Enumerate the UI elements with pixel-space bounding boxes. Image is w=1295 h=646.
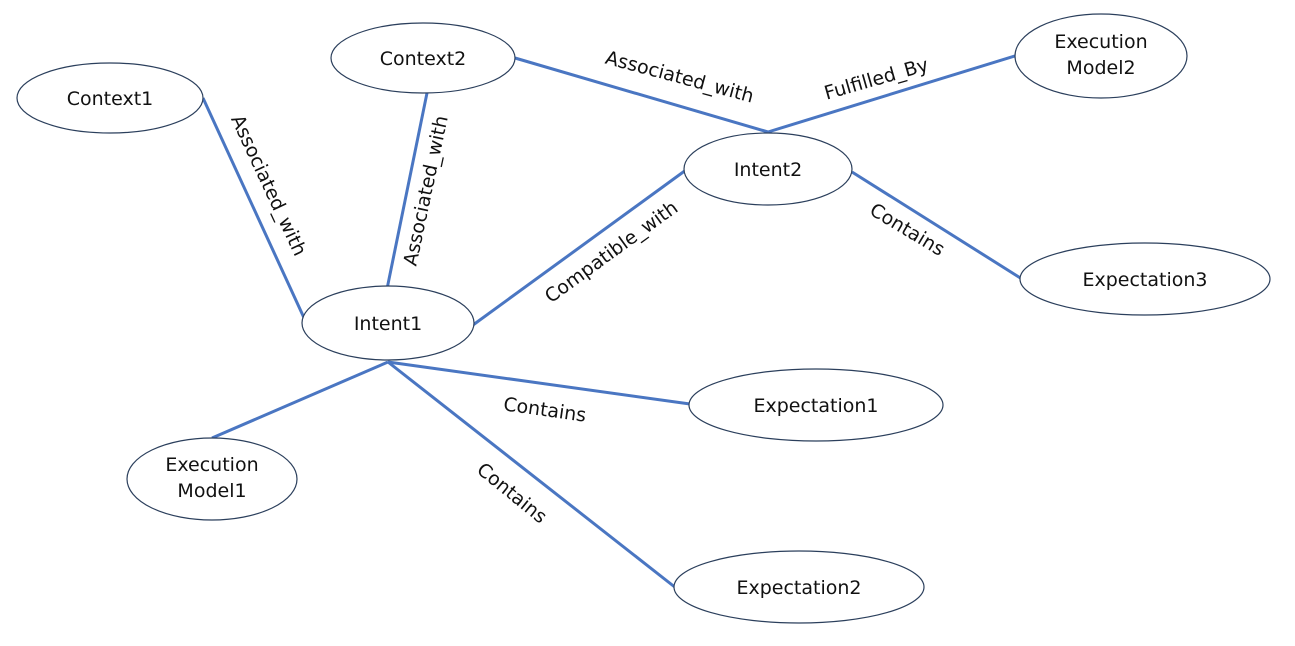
node-label-expectation2: Expectation2 [736,577,861,599]
node-context1[interactable]: Context1 [16,62,204,134]
edges [201,53,1023,590]
node-label-expectation1: Expectation1 [753,395,878,417]
edge-label-intent2-execution-model2: Fulfilled_By [822,54,931,105]
edge-labels: Associated_with Associated_with Associat… [226,47,948,528]
node-execution-model2[interactable]: Execution Model2 [1014,13,1188,99]
edge-label-context2-intent2: Associated_with [603,47,756,108]
node-label-execution-model2-line2: Model2 [1066,57,1135,79]
node-label-execution-model2-line1: Execution [1054,31,1147,53]
node-label-intent1: Intent1 [354,313,422,335]
edge-context2-intent2 [514,56,769,134]
edge-label-intent1-expectation1: Contains [502,393,588,426]
edge-intent1-intent2 [472,168,687,327]
node-expectation3[interactable]: Expectation3 [1019,242,1271,316]
nodes: Context1 Context2 Intent1 Intent2 Execut… [16,13,1271,624]
edge-intent2-expectation3 [851,170,1023,281]
node-execution-model1[interactable]: Execution Model1 [126,437,298,521]
node-intent2[interactable]: Intent2 [683,132,853,206]
edge-intent2-execution-model2 [767,53,1019,134]
node-label-execution-model1-line2: Model1 [177,480,246,502]
edge-intent1-expectation2 [387,360,677,590]
node-intent1[interactable]: Intent1 [301,285,475,361]
node-label-context1: Context1 [67,88,154,110]
edge-context2-intent1 [385,92,429,290]
node-expectation2[interactable]: Expectation2 [673,550,925,624]
node-label-expectation3: Expectation3 [1082,269,1207,291]
node-context2[interactable]: Context2 [330,22,516,94]
edge-intent1-execution-model1 [211,360,389,440]
edge-intent1-expectation1 [387,360,691,406]
edge-label-intent1-intent2: Compatible_with [541,197,682,308]
node-label-intent2: Intent2 [734,159,802,181]
node-label-context2: Context2 [380,48,467,70]
node-label-execution-model1-line1: Execution [165,454,258,476]
node-expectation1[interactable]: Expectation1 [688,368,944,442]
edge-label-intent1-expectation2: Contains [473,459,552,528]
edge-context1-intent1 [201,97,307,321]
